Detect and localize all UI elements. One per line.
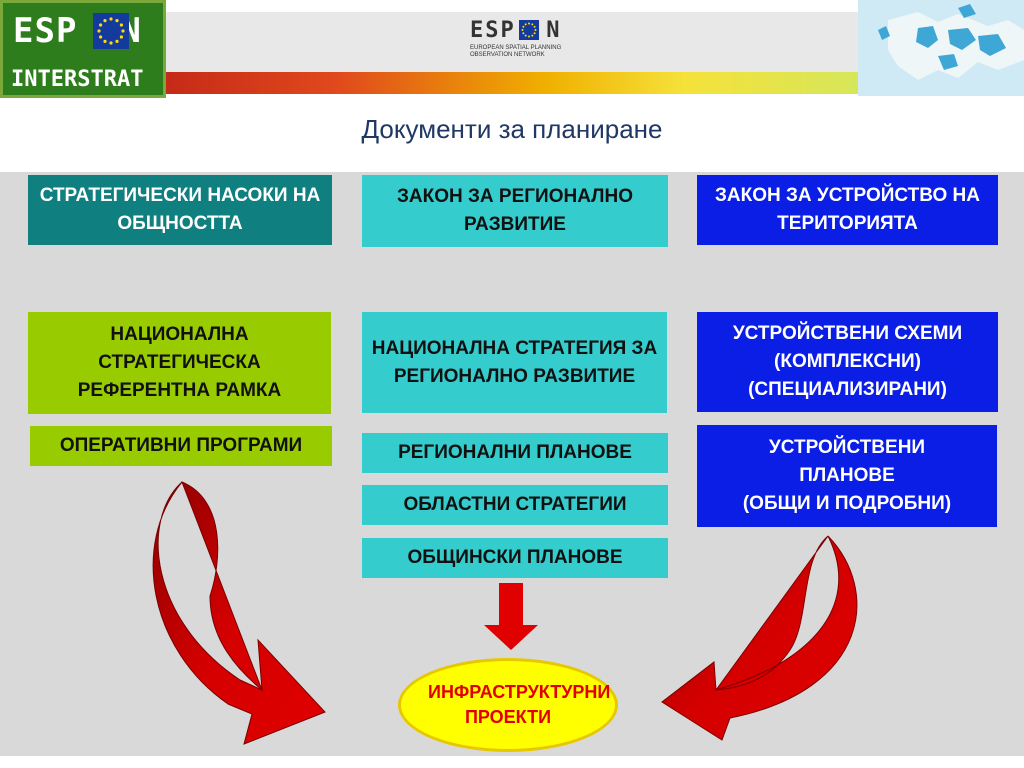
box-label-line: (СПЕЦИАЛИЗИРАНИ) — [748, 379, 947, 400]
right-curved-arrow — [661, 535, 858, 741]
box-label-line: (ОБЩИ И ПОДРОБНИ) — [742, 493, 952, 514]
box-spatial-plans: УСТРОЙСТВЕНИ ПЛАНОВЕ (ОБЩИ И ПОДРОБНИ) — [697, 425, 997, 527]
box-label: ОБЛАСТНИ СТРАТЕГИИ — [403, 494, 627, 515]
logo-interstrat-text: INTERSTRAT — [11, 67, 144, 92]
center-down-arrow — [484, 583, 538, 650]
header-grey-bar — [166, 12, 858, 72]
left-curved-arrow — [152, 481, 326, 745]
box-label: ЗАКОН ЗА РЕГИОНАЛНО РАЗВИТИЕ — [397, 186, 633, 235]
infrastructure-projects-ellipse: ИНФРАСТРУКТУРНИ ПРОЕКТИ — [398, 658, 618, 752]
espon-interstrat-logo: ESP N INTERSTRAT — [0, 0, 166, 98]
box-label: ЗАКОН ЗА УСТРОЙСТВО НА ТЕРИТОРИЯТА — [714, 185, 981, 234]
europe-map-image — [858, 0, 1024, 96]
eu-stars-small-icon — [519, 20, 539, 40]
box-spatial-schemes: УСТРОЙСТВЕНИ СХЕМИ (КОМПЛЕКСНИ) (СПЕЦИАЛ… — [697, 312, 998, 412]
box-national-strategic-reference-framework: НАЦИОНАЛНА СТРАТЕГИЧЕСКА РЕФЕРЕНТНА РАМК… — [28, 312, 331, 414]
page-title: Документи за планиране — [361, 114, 663, 144]
box-regional-plans: РЕГИОНАЛНИ ПЛАНОВЕ — [362, 433, 668, 473]
box-district-strategies: ОБЛАСТНИ СТРАТЕГИИ — [362, 485, 668, 525]
center-logo-text: ESP N — [470, 18, 562, 43]
box-community-strategic-guidelines: СТРАТЕГИЧЕСКИ НАСОКИ НА ОБЩНОСТТА — [28, 175, 332, 245]
header: ESP N INTERSTRAT ESP N — [0, 0, 1024, 172]
box-label-line: (КОМПЛЕКСНИ) — [774, 351, 921, 372]
eu-stars-icon — [93, 13, 129, 49]
box-operational-programmes: ОПЕРАТИВНИ ПРОГРАМИ — [30, 426, 332, 466]
box-label: ОБЩИНСКИ ПЛАНОВЕ — [407, 547, 623, 568]
box-regional-development-act: ЗАКОН ЗА РЕГИОНАЛНО РАЗВИТИЕ — [362, 175, 668, 247]
header-color-bar — [166, 72, 858, 94]
espon-center-logo: ESP N EUROPEAN SPATIAL PLANNING OBSERVAT… — [470, 18, 590, 59]
box-label: ОПЕРАТИВНИ ПРОГРАМИ — [59, 435, 303, 456]
box-label-line: УСТРОЙСТВЕНИ ПЛАНОВЕ — [768, 437, 926, 486]
box-label: РЕГИОНАЛНИ ПЛАНОВЕ — [398, 442, 632, 463]
box-national-regional-development-strategy: НАЦИОНАЛНА СТРАТЕГИЯ ЗА РЕГИОНАЛНО РАЗВИ… — [362, 312, 667, 413]
box-label: НАЦИОНАЛНА СТРАТЕГИЧЕСКА РЕФЕРЕНТНА РАМК… — [77, 324, 282, 401]
box-label: НАЦИОНАЛНА СТРАТЕГИЯ ЗА РЕГИОНАЛНО РАЗВИ… — [371, 337, 658, 387]
target-label: ИНФРАСТРУКТУРНИ ПРОЕКТИ — [428, 682, 611, 727]
box-label-line: УСТРОЙСТВЕНИ СХЕМИ — [732, 323, 963, 344]
box-municipal-plans: ОБЩИНСКИ ПЛАНОВЕ — [362, 538, 668, 578]
center-logo-subtitle: EUROPEAN SPATIAL PLANNING OBSERVATION NE… — [470, 45, 562, 58]
box-label: СТРАТЕГИЧЕСКИ НАСОКИ НА ОБЩНОСТТА — [39, 185, 321, 234]
box-spatial-planning-act: ЗАКОН ЗА УСТРОЙСТВО НА ТЕРИТОРИЯТА — [697, 175, 998, 245]
